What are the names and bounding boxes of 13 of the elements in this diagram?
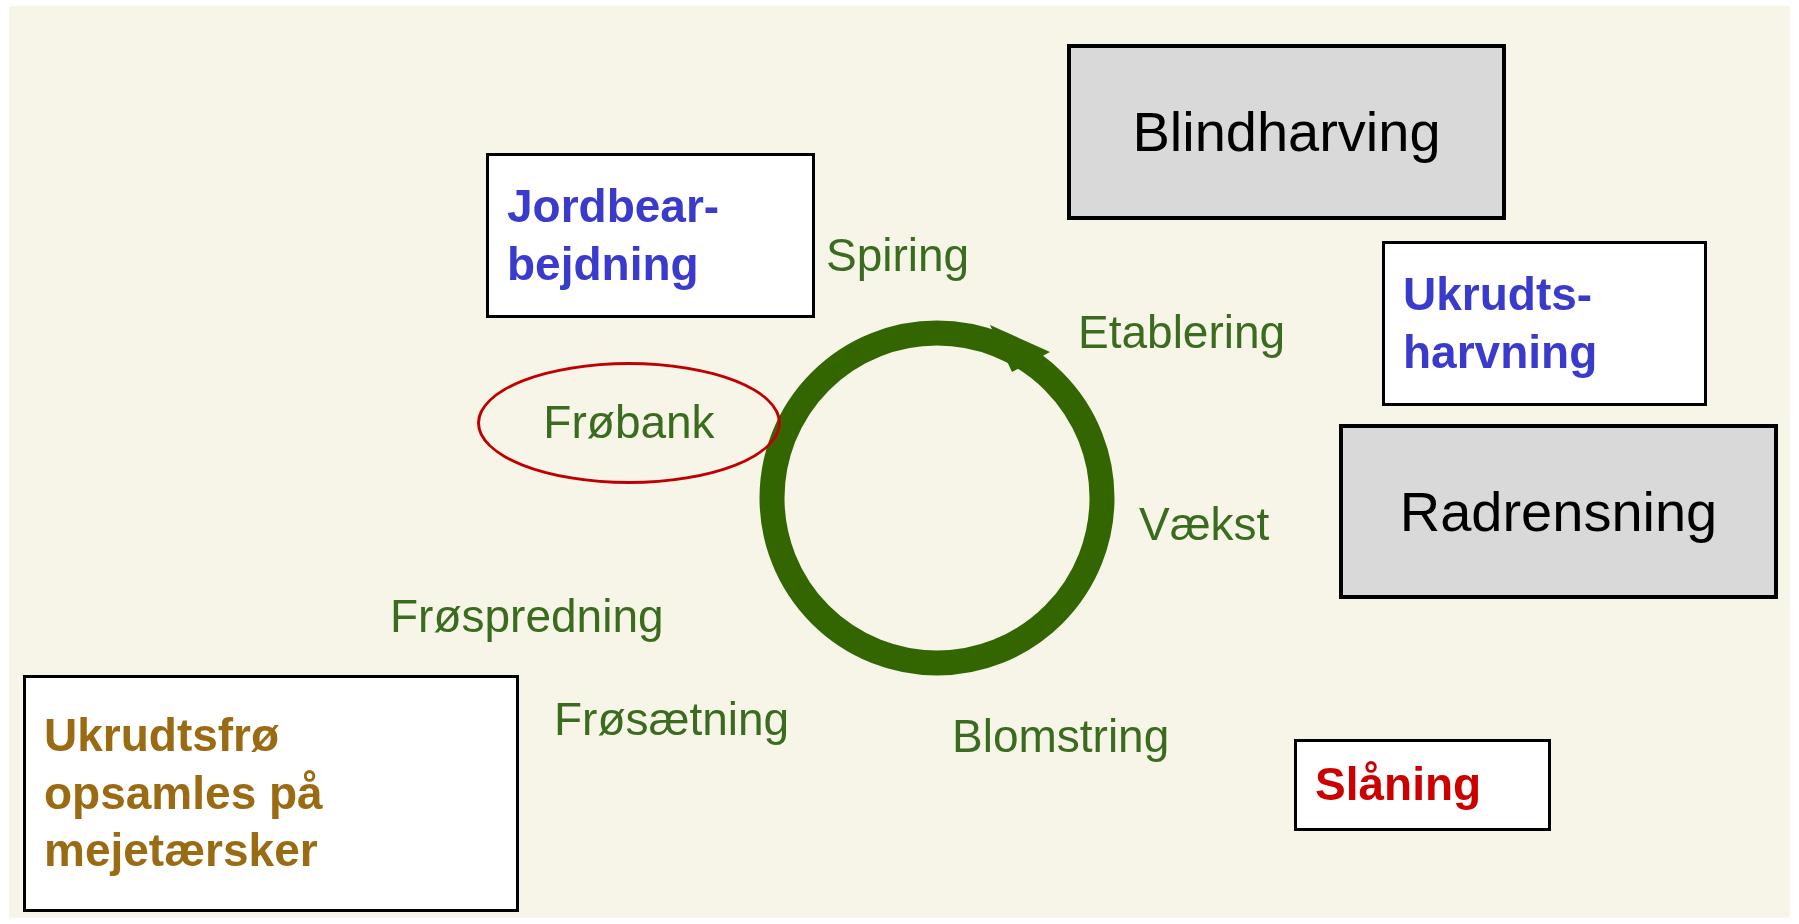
method-box: Ukrudtsfrø opsamles på mejetærsker — [23, 675, 519, 912]
method-box: Blindharving — [1067, 44, 1506, 220]
method-box: Slåning — [1294, 739, 1551, 831]
stage-label: Etablering — [1078, 305, 1286, 359]
stage-label: Frøspredning — [390, 589, 664, 643]
stage-ellipse: Frøbank — [477, 362, 781, 484]
method-box: Jordbear- bejdning — [486, 153, 815, 318]
method-box: Radrensning — [1339, 424, 1778, 599]
method-box: Ukrudts- harvning — [1382, 241, 1707, 406]
stage-label: Frøsætning — [554, 692, 790, 746]
stage-label: Blomstring — [952, 709, 1170, 763]
stage-label: Spiring — [826, 228, 970, 282]
stage-label: Vækst — [1139, 497, 1270, 551]
